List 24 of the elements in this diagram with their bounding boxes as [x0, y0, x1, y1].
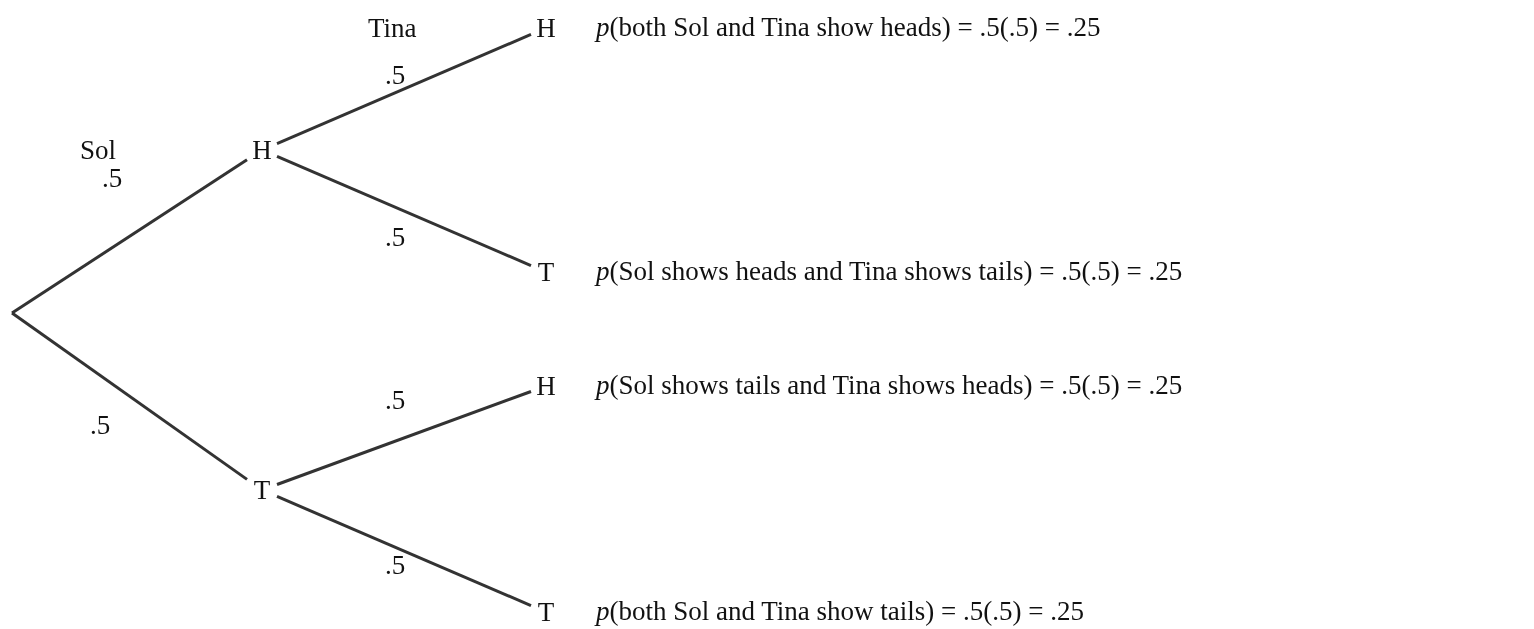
outcome-letter: H [531, 12, 561, 44]
outcome-letter: T [531, 256, 561, 288]
tree-branch [276, 33, 532, 145]
tree-branch [276, 155, 532, 267]
probability-equation: p(both Sol and Tina show tails) = .5(.5) = .25 [596, 598, 1084, 625]
tree-branch [276, 390, 532, 486]
edge-label: .5 [385, 224, 406, 251]
outcome-letter: H [247, 134, 277, 166]
player-label: Sol [80, 137, 117, 164]
outcome-letter: T [531, 596, 561, 628]
edge-label: .5 [102, 165, 123, 192]
tree-branch [11, 311, 248, 481]
edge-label: .5 [90, 412, 111, 439]
outcome-letter: H [531, 370, 561, 402]
edge-label: .5 [385, 62, 406, 89]
player-label: Tina [368, 15, 417, 42]
probability-equation: p(both Sol and Tina show heads) = .5(.5) = .25 [596, 14, 1101, 41]
outcome-letter: T [247, 474, 277, 506]
tree-branch [276, 495, 532, 607]
edge-label: .5 [385, 387, 406, 414]
probability-equation: p(Sol shows tails and Tina shows heads) = .5(.5) = .25 [596, 372, 1183, 399]
tree-branch [11, 158, 248, 315]
edge-label: .5 [385, 552, 406, 579]
probability-equation: p(Sol shows heads and Tina shows tails) = .5(.5) = .25 [596, 258, 1183, 285]
